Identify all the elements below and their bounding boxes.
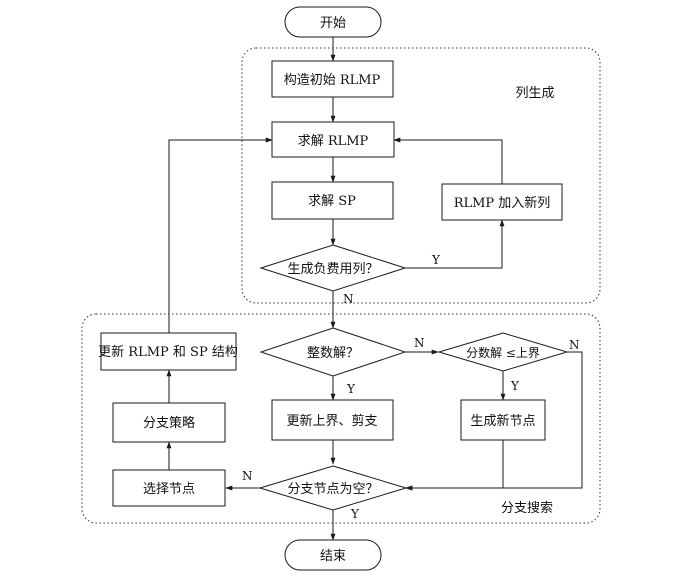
new-nodes-box xyxy=(460,399,546,441)
edge-update-structure-to-solve-rlmp xyxy=(168,137,273,333)
update-structure-label: 更新 RLMP 和 SP 结构 xyxy=(98,344,238,360)
end-terminal xyxy=(284,539,382,571)
start-label: 开始 xyxy=(320,16,346,31)
integer-yes-label: Y xyxy=(346,382,356,396)
update-bound-box xyxy=(271,399,394,441)
integer-decision xyxy=(259,327,407,377)
build-initial-label: 构造初始 RLMP xyxy=(284,73,381,88)
edge-fraction-no-to-node-empty xyxy=(405,351,583,491)
select-node-box xyxy=(112,469,226,507)
fraction-no-label: N xyxy=(569,338,580,352)
node-empty-label: 分支节点为空？ xyxy=(287,482,378,497)
edge-add-column-to-solve-rlmp xyxy=(393,137,503,184)
build-initial-box xyxy=(271,60,394,98)
new-nodes-label: 生成新节点 xyxy=(470,413,535,429)
integer-label: 整数解？ xyxy=(307,346,359,361)
fraction-yes-label: Y xyxy=(510,379,520,393)
negative-no-label: N xyxy=(343,292,354,306)
branch-strategy-label: 分支策略 xyxy=(143,415,195,431)
branch-search-region xyxy=(81,313,601,524)
negative-cost-decision xyxy=(259,244,407,292)
node-empty-yes-label: Y xyxy=(350,507,360,521)
update-structure-box xyxy=(100,332,237,371)
negative-yes-label: Y xyxy=(431,253,441,267)
solve-sp-box xyxy=(271,181,394,220)
edge-negative-yes-to-add-column xyxy=(405,219,505,269)
solve-rlmp-box xyxy=(271,121,395,158)
edge-new-nodes-to-node-empty xyxy=(405,440,504,491)
end-label: 结束 xyxy=(320,549,346,564)
negative-cost-label: 生成负费用列？ xyxy=(287,262,378,277)
select-node-label: 选择节点 xyxy=(143,482,195,497)
node-empty-decision xyxy=(258,465,408,511)
add-column-label: RLMP 加入新列 xyxy=(454,195,551,211)
start-terminal xyxy=(284,6,382,38)
integer-no-label: N xyxy=(414,336,425,350)
fraction-label: 分数解 ≤上界 xyxy=(466,345,540,360)
fraction-decision xyxy=(437,332,569,372)
branch-search-label: 分支搜索 xyxy=(501,501,553,516)
node-empty-no-label: N xyxy=(242,469,253,483)
column-generation-region xyxy=(241,47,601,304)
column-generation-label: 列生成 xyxy=(515,86,554,101)
branch-strategy-box xyxy=(112,402,226,443)
solve-sp-label: 求解 SP xyxy=(308,194,356,209)
add-column-box xyxy=(441,183,563,221)
update-bound-label: 更新上界、剪支 xyxy=(286,413,377,429)
solve-rlmp-label: 求解 RLMP xyxy=(298,134,369,149)
